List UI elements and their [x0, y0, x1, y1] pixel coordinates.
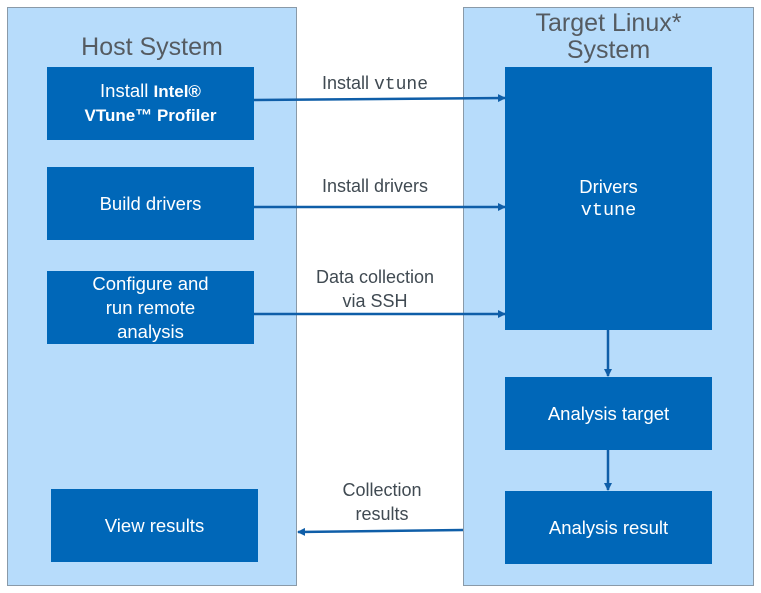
analysis-result-label: Analysis result [548, 516, 669, 538]
data-collection-arrow-label: Data collection via SSH [290, 265, 460, 313]
drivers-vtune-label: vtune [580, 199, 637, 221]
target-title-line-2: System [566, 36, 651, 64]
configure-line-2: run remote [105, 296, 196, 318]
install-vtune-arrow-code: vtune [374, 75, 429, 95]
install-vtune-line-1: Install Intel® [100, 79, 201, 104]
view-results-box: View results [51, 489, 258, 562]
collection-results-arrow [297, 527, 464, 536]
install-word: Install [100, 80, 154, 101]
configure-line-3: analysis [117, 320, 184, 342]
install-vtune-box: Install Intel® VTune™ Profiler [47, 67, 254, 140]
intel-brand: Intel® [153, 82, 201, 101]
install-vtune-arrow-label: Install vtune [290, 71, 460, 97]
build-drivers-box: Build drivers [47, 167, 254, 240]
collection-results-line-2: results [355, 504, 409, 524]
collection-results-line-1: Collection [342, 480, 422, 500]
install-vtune-arrow [253, 94, 506, 103]
collection-results-arrow-label: Collection results [300, 478, 464, 526]
drivers-label: Drivers [579, 175, 638, 197]
data-collection-line-1: Data collection [315, 267, 435, 287]
drivers-box: Drivers vtune [505, 67, 712, 330]
analysis-target-box: Analysis target [505, 377, 712, 450]
build-drivers-label: Build drivers [99, 192, 202, 214]
analysis-result-box: Analysis result [505, 491, 712, 564]
install-drivers-arrow-label: Install drivers [321, 176, 429, 196]
configure-analysis-box: Configure and run remote analysis [47, 271, 254, 344]
vtune-profiler-label: VTune™ Profiler [84, 106, 217, 125]
configure-line-1: Configure and [92, 272, 209, 294]
install-vtune-arrow-word: Install [321, 73, 374, 93]
host-system-title: Host System [81, 33, 223, 61]
target-system-title: Target Linux* System [464, 10, 753, 64]
view-results-label: View results [104, 514, 205, 536]
analysis-target-label: Analysis target [547, 402, 670, 424]
data-collection-line-2: via SSH [342, 291, 408, 311]
target-title-line-1: Target Linux* [535, 9, 682, 37]
